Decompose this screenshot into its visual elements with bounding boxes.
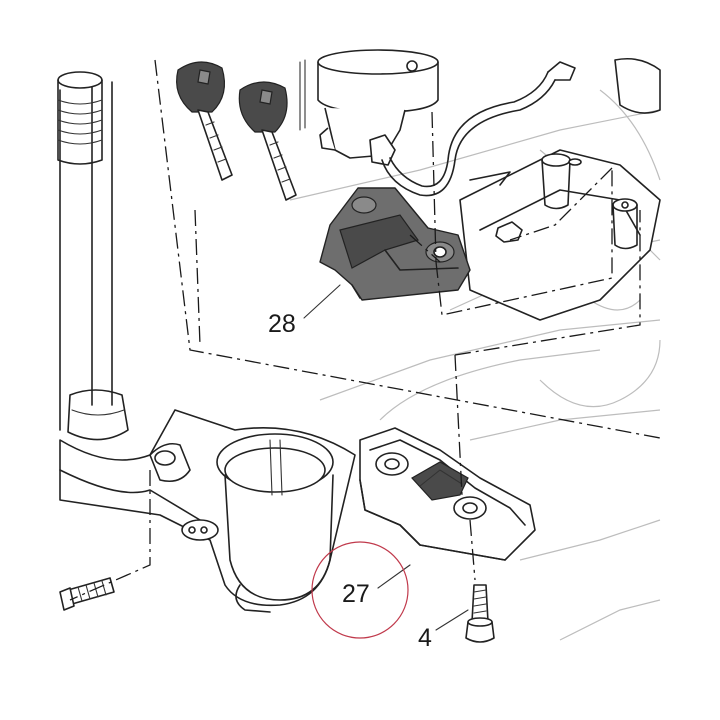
- leader-27: [377, 564, 411, 589]
- callout-4: 4: [418, 624, 432, 652]
- part-4-screw: [465, 584, 495, 643]
- clamp-bolt: [59, 577, 115, 611]
- leader-lines: [303, 284, 469, 631]
- callout-28: 28: [268, 310, 296, 338]
- ignition-lock: [299, 49, 576, 197]
- fork-tube: [57, 71, 129, 441]
- highlight-circle: [311, 541, 409, 639]
- callout-27: 27: [342, 580, 370, 608]
- leader-28: [303, 284, 341, 319]
- ignition-keys: [176, 61, 297, 201]
- assembly-lines: [69, 59, 661, 601]
- part-27-plate: [359, 427, 536, 561]
- part-28-lock-bracket: [319, 187, 471, 301]
- leader-4: [435, 609, 469, 631]
- upper-bracket: [459, 57, 661, 321]
- lower-triple-clamp: [59, 409, 356, 613]
